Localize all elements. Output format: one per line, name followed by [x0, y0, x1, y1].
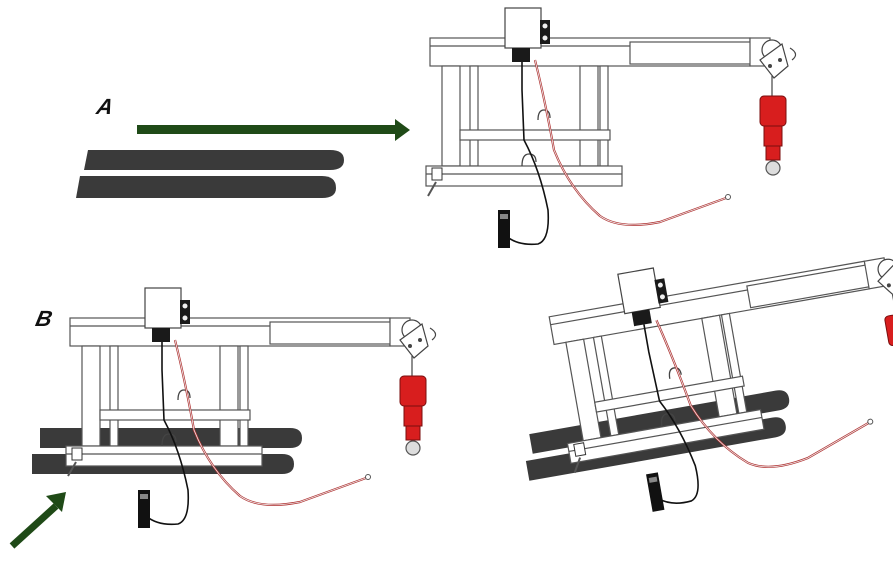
fork-bottom [76, 176, 336, 198]
crane-assembly-a [426, 8, 796, 248]
fork-top [84, 150, 344, 170]
crane-assembly-c [497, 224, 893, 532]
arrow-right-icon [137, 119, 410, 141]
arrow-up-right-icon [12, 492, 66, 546]
forks-loose [76, 150, 344, 198]
fork-b-top [40, 428, 302, 448]
crane-assembly-b [32, 288, 436, 528]
